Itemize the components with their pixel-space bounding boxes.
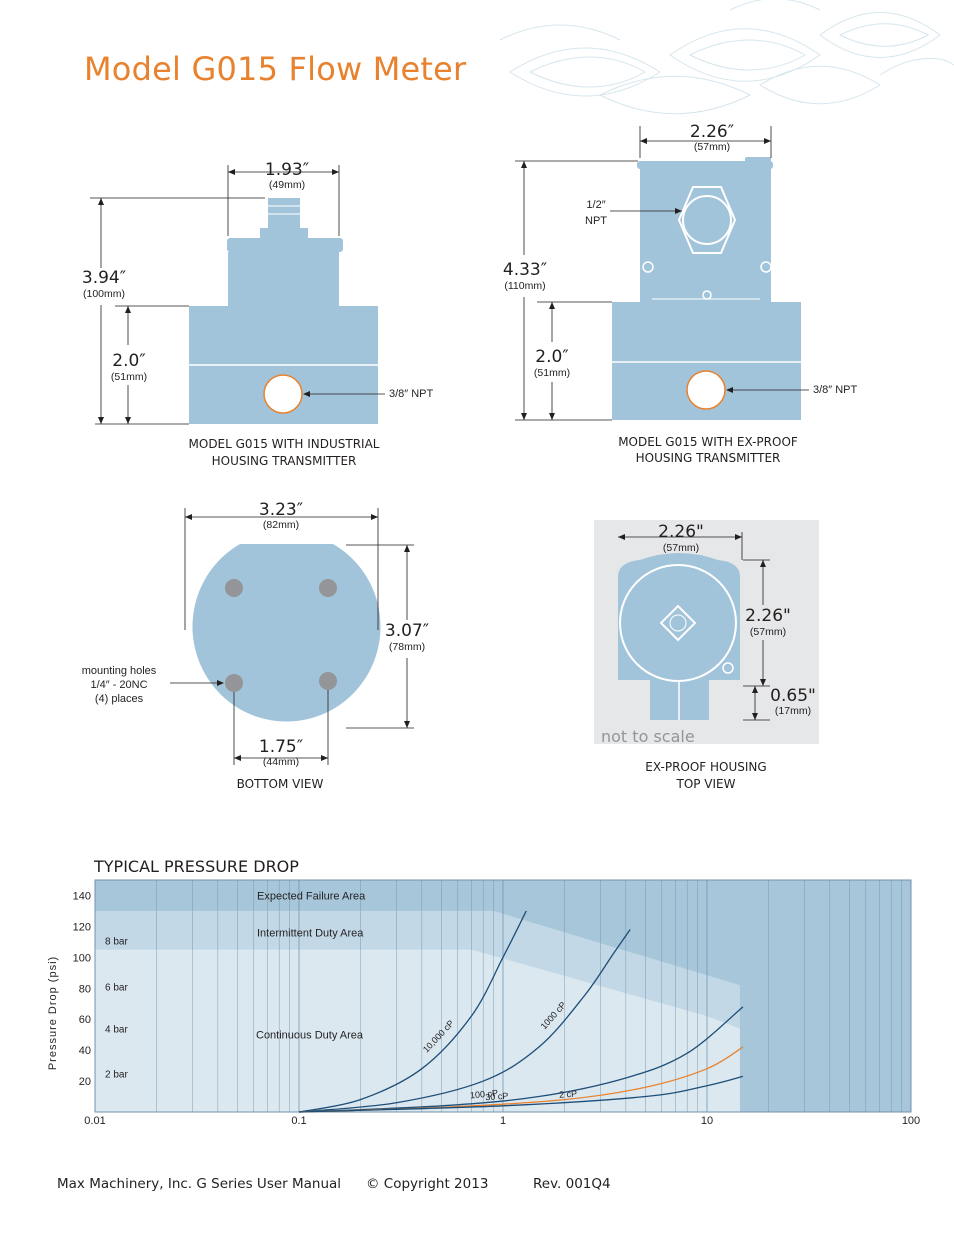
exproof-npt-label-line2: NPT [585,215,607,227]
top-view-caption-line2: TOP VIEW [675,777,735,791]
chart-x-tick-label: 10 [701,1115,713,1127]
exproof-base-mm: (51mm) [534,367,570,379]
footer-manual: Max Machinery, Inc. G Series User Manual [57,1176,342,1192]
chart-series-line [298,1006,744,1113]
chart-bar-label: 6 bar [105,983,128,994]
not-to-scale-label: not to scale [601,727,695,746]
top-view-caption-line1: EX-PROOF HOUSING [645,760,766,774]
industrial-height-mm: (100mm) [83,288,125,300]
chart-y-axis-label: Pressure Drop (psi) [47,956,59,1070]
chart-area-label: Intermittent Duty Area [257,928,364,940]
exproof-npt-label-line1: 1/2″ [586,199,605,211]
chart-series-line [298,929,631,1113]
industrial-caption-line2: HOUSING TRANSMITTER [212,454,357,468]
exproof-width-mm: (57mm) [694,141,730,153]
chart-x-tick-label: 100 [902,1115,920,1127]
chart-y-tick-label: 100 [73,952,91,964]
industrial-width-mm: (49mm) [269,179,305,191]
chart-bar-label: 4 bar [105,1024,128,1035]
continuous-duty-area [95,949,740,1112]
bottom-view-body [192,544,381,722]
chart-series-label: 30 cP [485,1091,509,1102]
top-stub-in: 0.65" [770,686,816,706]
top-width-in: 2.26" [658,522,704,542]
exproof-housing-drawing: 2.26″ (57mm) 4.33″ (110mm) 2.0″ (51mm) 1… [503,122,858,465]
exproof-caption-line1: MODEL G015 WITH EX-PROOF [618,435,798,449]
footer-copyright: © Copyright 2013 [366,1176,489,1192]
chart-y-tick-label: 60 [79,1014,91,1026]
page-title: Model G015 Flow Meter [84,50,467,88]
chart-series-label: 100 cP [470,1088,499,1101]
industrial-housing-drawing: 1.93″ (49mm) 3.94″ (100mm) 2.0″ (51mm) 3… [82,160,434,468]
decorative-wave-pattern [499,0,954,115]
chart-x-tick-label: 0.1 [291,1115,306,1127]
top-stub-mm: (17mm) [775,705,811,717]
bottom-width-mm: (82mm) [263,519,299,531]
chart-area-label: Expected Failure Area [257,890,366,902]
chart-bar-label: 2 bar [105,1069,128,1080]
industrial-caption-line1: MODEL G015 WITH INDUSTRIAL [189,437,380,451]
chart-y-tick-label: 40 [79,1045,91,1057]
mounting-note-line1: mounting holes [82,665,157,677]
top-view-drawing: 2.26" (57mm) 2.26" (57mm) 0.65" (17mm) n… [594,520,819,791]
top-height-mm: (57mm) [750,626,786,638]
chart-area-label: Continuous Duty Area [256,1030,364,1042]
chart-series-line [298,1075,744,1113]
exproof-port-label: 3/8″ NPT [813,384,858,396]
top-height-in: 2.26" [745,606,791,626]
chart-series-line [298,910,527,1113]
industrial-port-label: 3/8″ NPT [389,388,434,400]
exproof-caption-line2: HOUSING TRANSMITTER [636,451,781,465]
exproof-base-in: 2.0″ [535,347,568,367]
exproof-width-in: 2.26″ [690,122,734,142]
exproof-height-in: 4.33″ [503,260,547,280]
chart-y-tick-label: 120 [73,921,91,933]
bottom-height-in: 3.07″ [385,621,429,641]
chart-series-label: 2 cP [559,1089,578,1100]
bottom-view-caption: BOTTOM VIEW [237,777,324,791]
chart-bar-label: 8 bar [105,936,128,947]
chart-title: TYPICAL PRESSURE DROP [94,857,299,876]
chart-plot-border [94,879,912,1113]
chart-y-tick-label: 140 [73,890,91,902]
chart-y-tick-label: 20 [79,1076,91,1088]
top-view-body [618,553,740,720]
bottom-holes-in: 1.75″ [259,737,303,757]
chart-x-tick-label: 0.01 [84,1115,105,1127]
chart-y-tick-label: 80 [79,983,91,995]
industrial-base-mm: (51mm) [111,371,147,383]
bottom-view-drawing: 3.23″ (82mm) 3.07″ (78mm) 1.75″ (44mm) m… [82,500,429,791]
mounting-note-line3: (4) places [95,693,144,705]
industrial-width-in: 1.93″ [265,160,309,180]
bottom-height-mm: (78mm) [389,641,425,653]
exproof-height-mm: (110mm) [504,280,545,292]
bottom-holes-mm: (44mm) [263,756,299,768]
industrial-housing-body [189,198,378,424]
mounting-note-line2: 1/4″ - 20NC [90,679,147,691]
bottom-width-in: 3.23″ [259,500,303,520]
industrial-base-in: 2.0″ [112,351,145,371]
industrial-height-in: 3.94″ [82,268,126,288]
chart-x-tick-label: 1 [500,1115,506,1127]
exproof-housing-body [612,157,801,420]
top-width-mm: (57mm) [663,542,699,554]
footer-revision: Rev. 001Q4 [533,1176,611,1192]
